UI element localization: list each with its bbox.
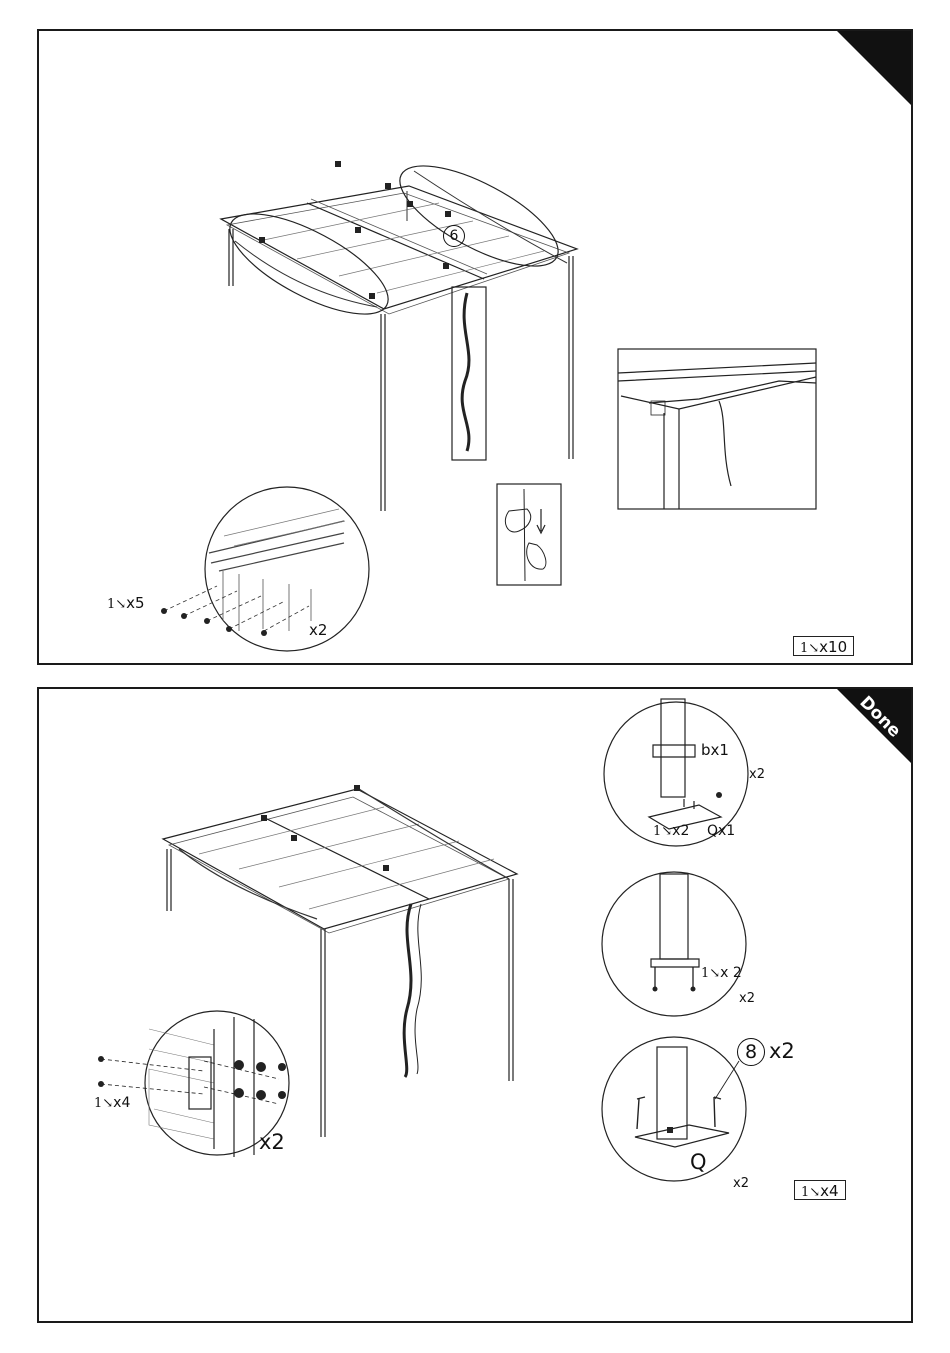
part-q-label: Qx1 [707,823,735,839]
screw-icon: 1↘ [653,824,672,839]
screw-icon: 1↘ [800,641,819,656]
finished-pergola-illustration [39,689,913,1323]
assembly-step-panel: 6 1↘x5 x2 1↘x10 [37,29,913,665]
screw-icon: 1↘ [801,1185,820,1200]
screw-count-label: x5 [126,594,144,612]
detail-2-screw-label: x 2 [720,965,742,981]
detail-2-multiplier: x2 [739,991,755,1006]
total-screw-box: 1↘x4 [794,1180,846,1200]
detail-1-multiplier: x2 [749,767,765,782]
screw-count-callout: 1↘x5 [107,594,145,612]
part-number: 8 [745,1041,757,1063]
total-screw-label: x10 [819,638,847,656]
detail-2-screw-callout: 1↘x 2 [701,965,742,981]
assembly-step-panel-done: Done bx1 x2 1↘x2 Qx1 1↘x 2 x2 8 x2 Q x2 … [37,687,913,1323]
detail-3-multiplier: x2 [733,1176,749,1191]
part-number-badge: 8 [737,1038,765,1066]
detail-1-screw-callout: 1↘x2 [653,823,689,839]
screw-icon: 1↘ [94,1096,113,1111]
detail-1-screw-label: x2 [672,823,689,839]
bracket-count-label: x2 [309,621,327,639]
part-b-label: bx1 [701,741,729,759]
bolt-count-label: x4 [113,1095,130,1111]
bracket-multiplier: x2 [259,1130,285,1154]
corner-badge [829,29,913,113]
plate-q-label: Q [690,1150,707,1174]
bolt-count-callout: 1↘x4 [94,1095,130,1111]
total-screw-box: 1↘x10 [793,636,854,656]
part-count-label: x2 [769,1039,795,1063]
pergola-canopy-illustration [39,31,913,665]
step-number-badge: 6 [443,225,465,247]
screw-icon: 1↘ [107,597,126,612]
step-number: 6 [450,228,459,244]
total-screw-label: x4 [820,1182,838,1200]
screw-icon: 1↘ [701,966,720,981]
